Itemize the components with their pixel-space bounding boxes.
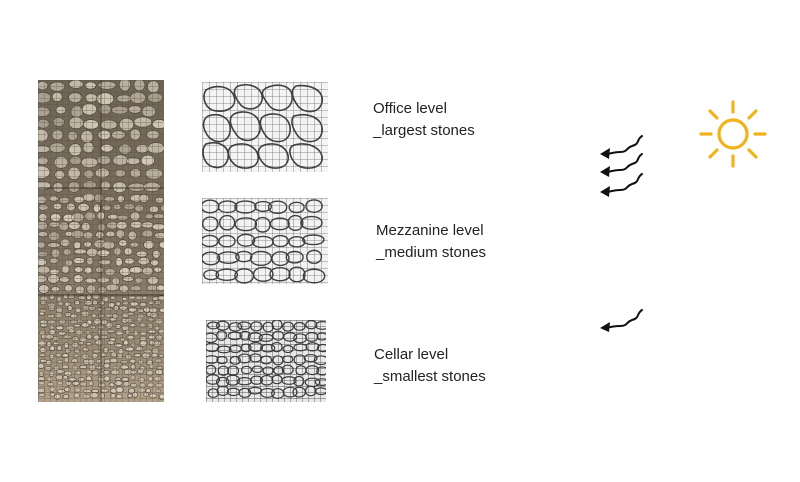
mezzanine-level-label: Mezzanine level _medium stones [376, 220, 486, 264]
cellar-level-subtitle: _smallest stones [374, 368, 486, 385]
cellar-level-title: Cellar level [374, 346, 449, 363]
mezzanine-level-subtitle: _medium stones [376, 244, 487, 261]
wavy-arrow-icon [605, 309, 643, 329]
mezzanine-level-title: Mezzanine level [376, 222, 484, 239]
mezzanine-level-mesh [202, 198, 328, 284]
office-level-title: Office level [373, 100, 447, 117]
airflow-arrow-bottom [600, 309, 643, 332]
wavy-arrow-icon [605, 135, 643, 193]
cellar-level-label: Cellar level _smallest stones [374, 344, 486, 388]
gabion-wall-photo [38, 80, 164, 402]
airflow-arrows-top [600, 135, 643, 197]
sun-icon [699, 100, 767, 168]
cellar-level-mesh [206, 320, 326, 402]
office-level-label: Office level _largest stones [373, 98, 475, 142]
office-level-mesh [202, 82, 328, 172]
office-level-subtitle: _largest stones [373, 122, 475, 139]
